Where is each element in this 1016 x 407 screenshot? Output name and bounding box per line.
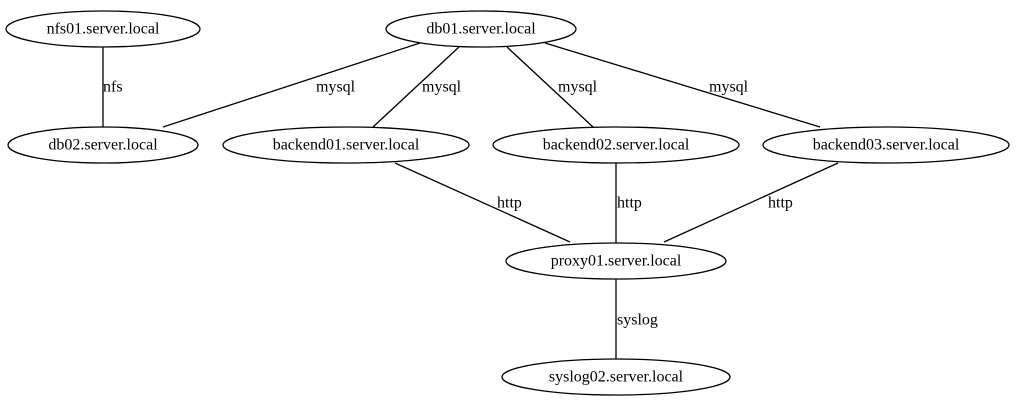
edge-label: mysql	[709, 79, 749, 96]
node-label: backend01.server.local	[273, 137, 420, 154]
edge-backend02-proxy01: http	[615, 163, 642, 243]
edge-label: syslog	[617, 312, 658, 329]
node-nfs01: nfs01.server.local	[5, 10, 201, 48]
edge-label: http	[768, 195, 793, 212]
node-label: db02.server.local	[48, 137, 158, 154]
edge-line	[372, 46, 460, 128]
node-label: proxy01.server.local	[551, 253, 682, 270]
node-ellipse	[492, 126, 740, 164]
node-ellipse	[7, 126, 199, 164]
edge-line	[394, 162, 571, 243]
node-ellipse	[385, 10, 577, 48]
edge-label: mysql	[558, 79, 598, 96]
edge-backend01-proxy01: http	[394, 162, 571, 243]
node-ellipse	[5, 10, 201, 48]
node-syslog02: syslog02.server.local	[501, 358, 731, 396]
edge-db01-backend01: mysql	[372, 46, 462, 128]
node-ellipse	[222, 126, 470, 164]
node-label: backend03.server.local	[813, 137, 960, 154]
edges-layer: nfs mysql mysql mysql mysql http http http syslo…	[102, 42, 839, 359]
edge-label: nfs	[103, 79, 123, 96]
edge-label: http	[497, 195, 522, 212]
node-db02: db02.server.local	[7, 126, 199, 164]
node-ellipse	[762, 126, 1010, 164]
edge-line	[544, 42, 821, 128]
node-backend03: backend03.server.local	[762, 126, 1010, 164]
node-proxy01: proxy01.server.local	[505, 242, 727, 280]
node-label: syslog02.server.local	[549, 369, 684, 386]
node-backend02: backend02.server.local	[492, 126, 740, 164]
node-label: db01.server.local	[426, 21, 536, 38]
node-db01: db01.server.local	[385, 10, 577, 48]
edge-db01-backend02: mysql	[506, 46, 598, 128]
edge-line	[506, 46, 594, 128]
node-backend01: backend01.server.local	[222, 126, 470, 164]
edge-db01-db02: mysql	[162, 42, 421, 128]
edge-backend03-proxy01: http	[663, 162, 839, 243]
edge-label: mysql	[422, 79, 462, 96]
edge-label: mysql	[316, 79, 356, 96]
edge-line	[162, 42, 421, 128]
node-ellipse	[501, 358, 731, 396]
node-label: backend02.server.local	[543, 137, 690, 154]
node-ellipse	[505, 242, 727, 280]
nodes-layer: nfs01.server.local db01.server.local db02.…	[5, 10, 1010, 396]
edge-db01-backend03: mysql	[544, 42, 821, 128]
node-label: nfs01.server.local	[47, 21, 160, 38]
edge-proxy01-syslog02: syslog	[615, 279, 658, 359]
edge-label: http	[617, 195, 642, 212]
edge-line	[663, 162, 839, 243]
edge-nfs01-db02: nfs	[102, 47, 123, 127]
